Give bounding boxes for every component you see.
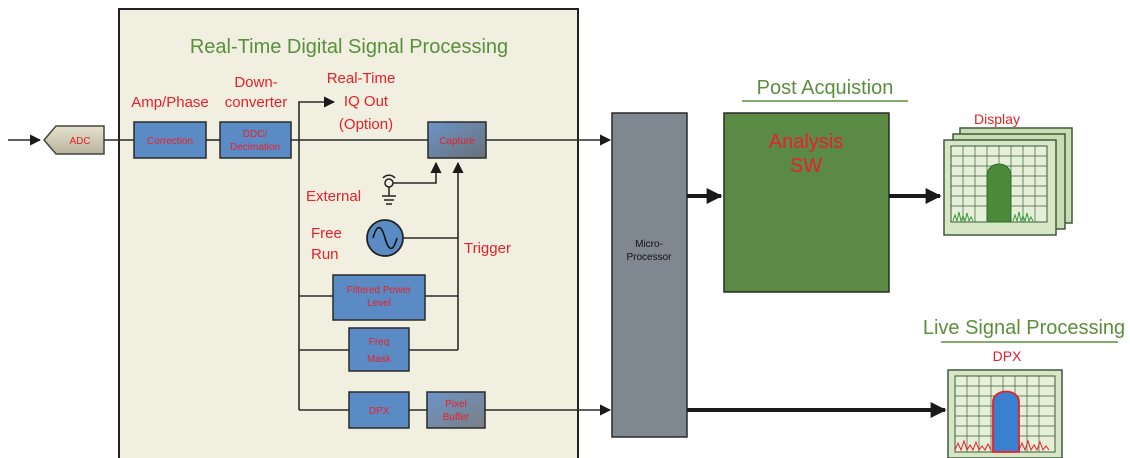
rt-label-3: (Option) xyxy=(339,116,393,133)
display-screens-icon xyxy=(943,127,1073,236)
micro-label-2: Processor xyxy=(626,252,672,263)
analysis-label-2: SW xyxy=(790,155,822,177)
ddc-label-2: Decimation xyxy=(230,142,280,153)
correction-block xyxy=(133,121,207,159)
dpx-display-icon xyxy=(947,369,1063,458)
rtdsp-title: Real-Time Digital Signal Processing xyxy=(190,36,508,58)
analysis-label-1: Analysis xyxy=(769,131,843,153)
post-acquisition-title: Post Acquistion xyxy=(757,77,894,99)
rt-label-2: IQ Out xyxy=(344,93,389,110)
trigger-label: Trigger xyxy=(464,240,511,257)
oscillator-icon xyxy=(366,219,404,257)
downconverter-label-1: Down- xyxy=(234,74,277,91)
free-run-label-2: Run xyxy=(311,246,339,263)
downconverter-label-2: converter xyxy=(225,94,288,111)
iq-out-arrow xyxy=(298,96,336,140)
microprocessor-block xyxy=(611,112,688,438)
correction-label: Correction xyxy=(147,136,193,147)
rtdsp-panel xyxy=(118,8,579,458)
freq-mask-label-2: Mask xyxy=(367,354,392,365)
dpx-block-label: DPX xyxy=(369,406,390,417)
pixel-buffer-label-1: Pixel xyxy=(445,399,467,410)
rt-label-1: Real-Time xyxy=(327,70,396,87)
dpx-display-label: DPX xyxy=(993,348,1022,364)
capture-label: Capture xyxy=(439,136,475,147)
display-label: Display xyxy=(974,111,1020,127)
filtered-power-label-1: Filtered Power xyxy=(347,285,412,296)
freq-mask-block xyxy=(348,327,410,372)
micro-label-1: Micro- xyxy=(635,239,663,250)
freq-mask-label-1: Freq xyxy=(369,337,390,348)
filtered-power-block xyxy=(332,274,426,321)
capture-block xyxy=(427,121,487,159)
adc-label: ADC xyxy=(69,136,90,147)
ddc-label-1: DDC/ xyxy=(243,129,268,140)
amp-phase-label: Amp/Phase xyxy=(131,94,209,111)
wire-external-capture xyxy=(393,161,442,184)
pixel-buffer-block xyxy=(426,391,486,429)
filtered-power-label-2: Level xyxy=(367,298,391,309)
free-run-label-1: Free xyxy=(311,225,342,242)
live-signal-title: Live Signal Processing xyxy=(923,317,1125,339)
external-label: External xyxy=(306,188,361,205)
analysis-sw-block xyxy=(723,112,890,293)
pixel-buffer-label-2: Buffer xyxy=(443,412,470,423)
